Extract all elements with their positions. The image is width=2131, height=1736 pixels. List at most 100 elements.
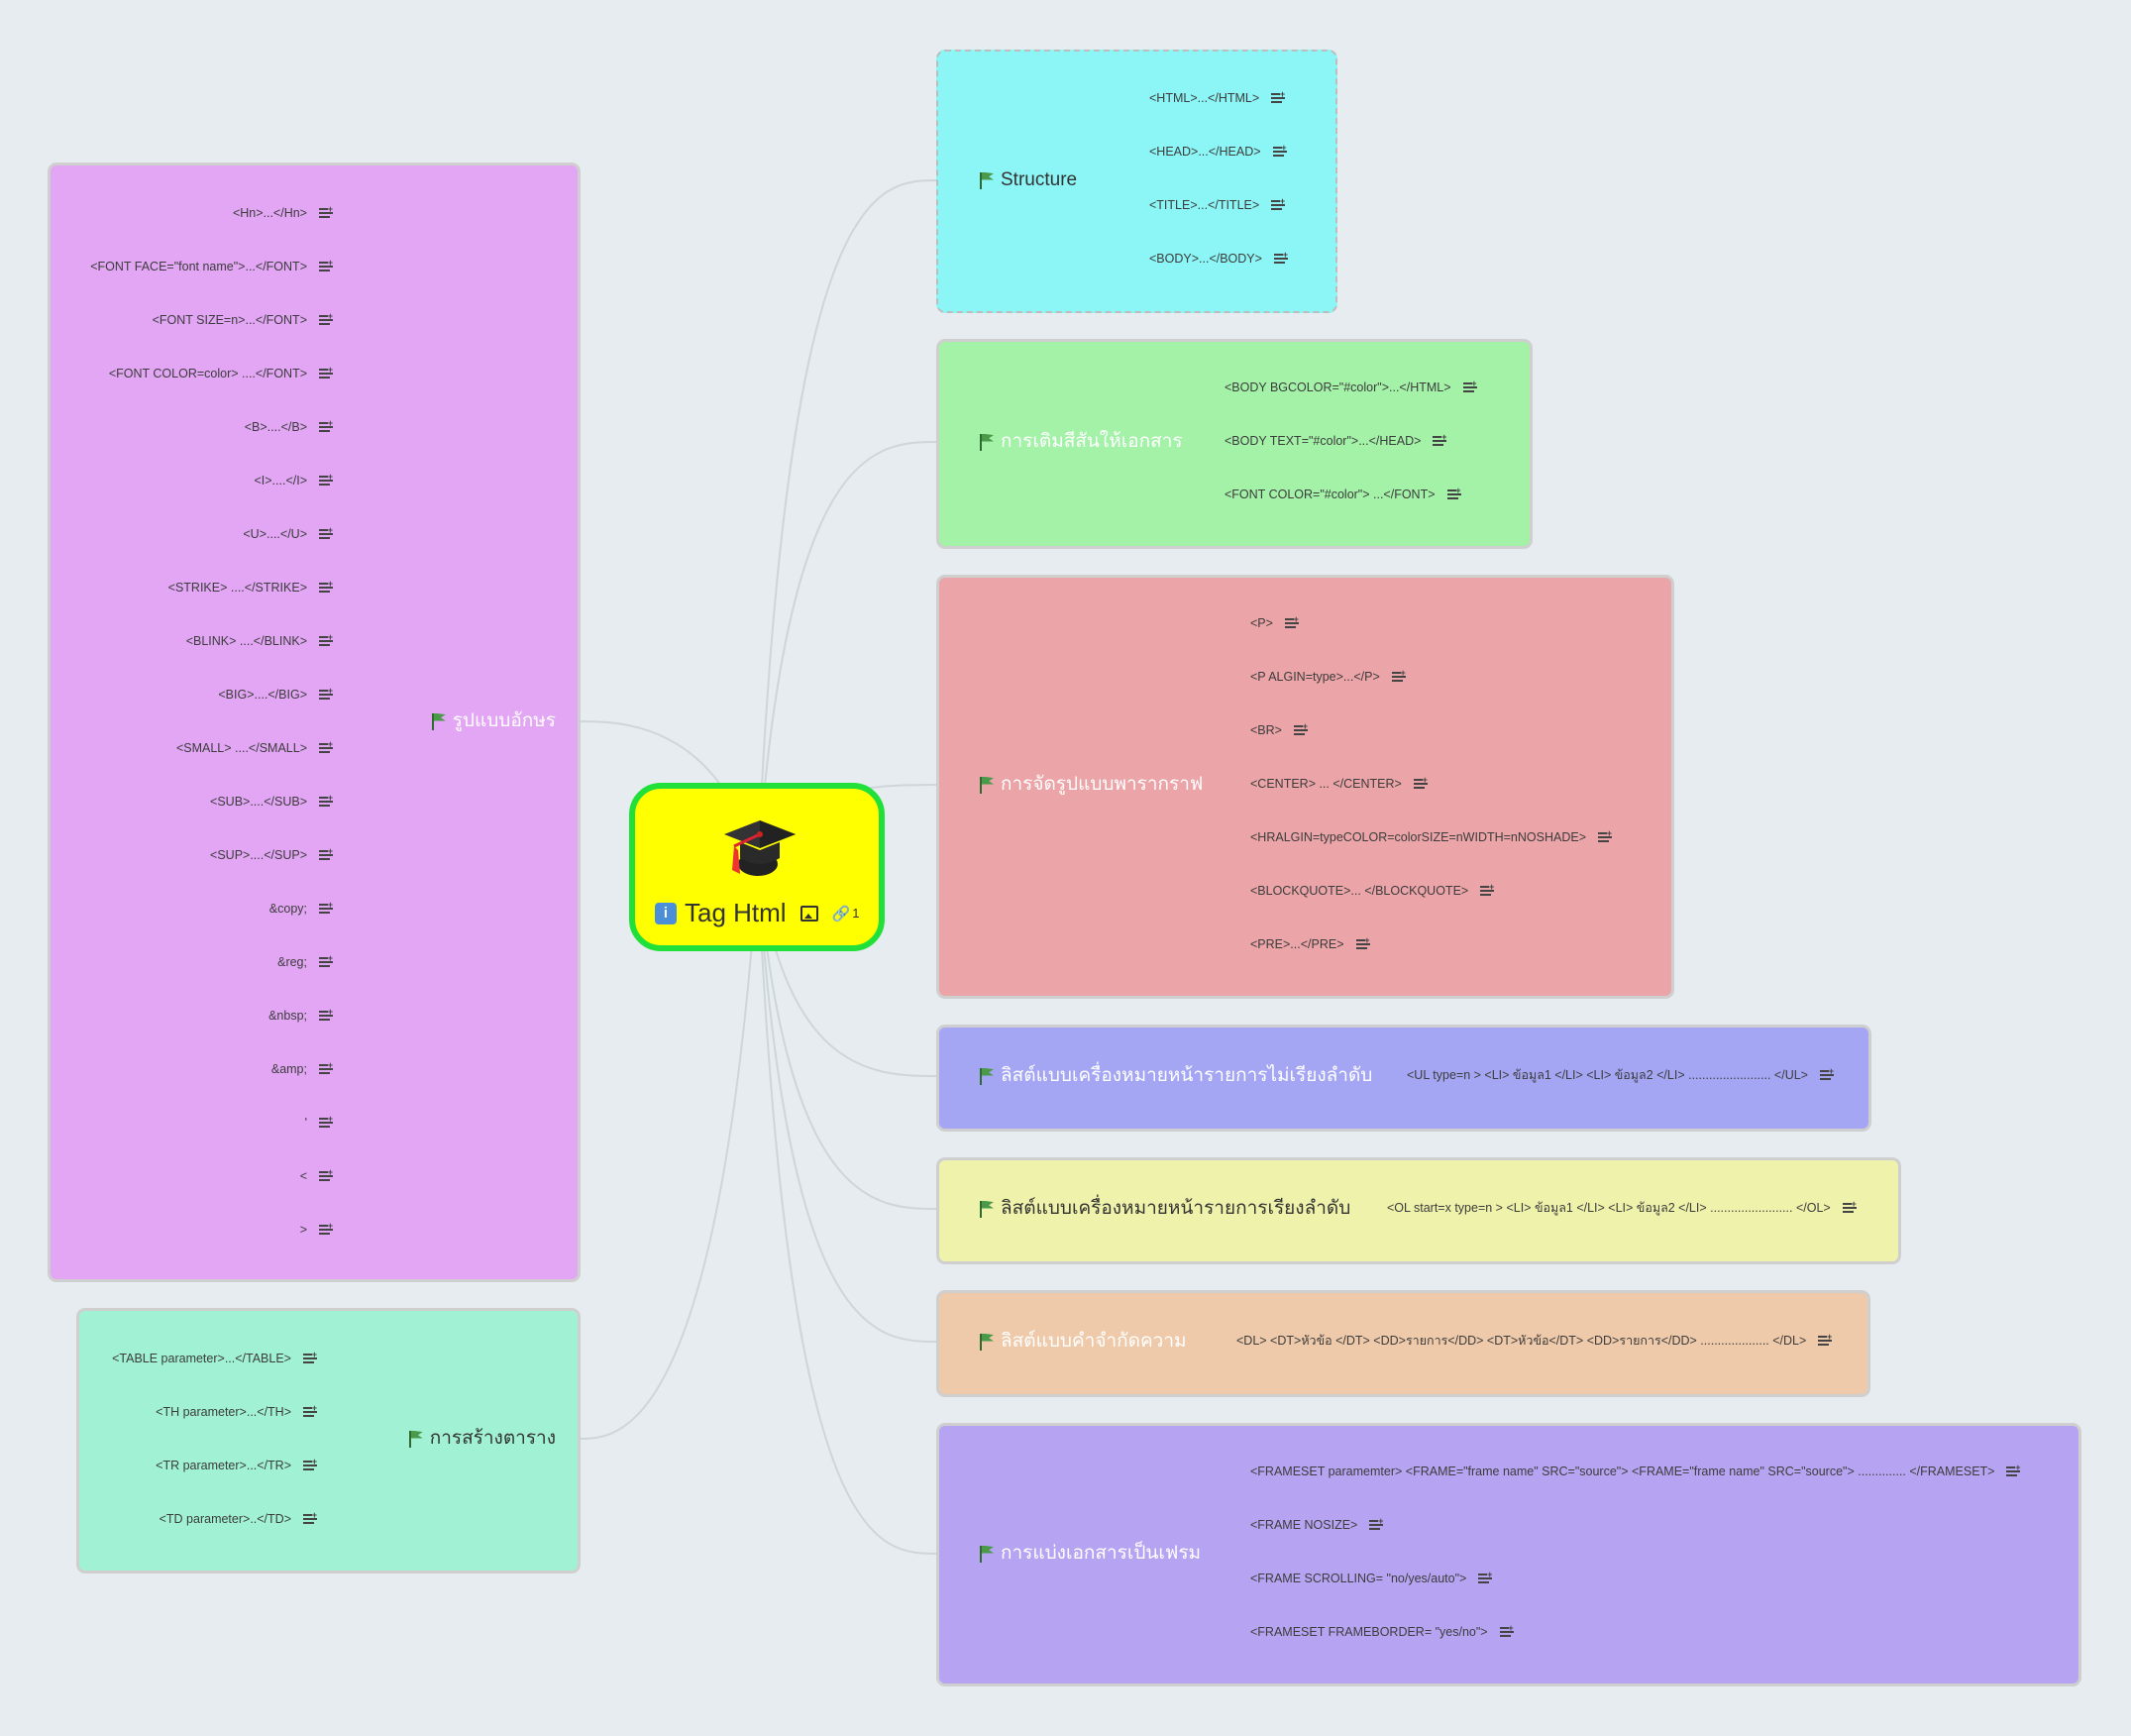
note-icon[interactable]: + <box>319 205 333 219</box>
link-icon[interactable]: 🔗 <box>831 905 851 922</box>
leaf-font[interactable]: <I>....</I>+ <box>254 473 333 488</box>
leaf-font[interactable]: &copy;+ <box>269 901 333 916</box>
note-icon[interactable]: + <box>319 954 333 968</box>
leaf-font[interactable]: &amp;+ <box>271 1061 333 1076</box>
branch-topic-frame[interactable]: การแบ่งเอกสารเป็นเฟรม <box>979 1544 1201 1563</box>
note-icon[interactable]: + <box>1462 380 1477 393</box>
leaf-paragraph[interactable]: <BLOCKQUOTE>... </BLOCKQUOTE>+ <box>1250 883 1495 898</box>
leaf-structure[interactable]: <BODY>...</BODY>+ <box>1149 251 1288 266</box>
branch-topic-color[interactable]: การเติมสีสันให้เอกสาร <box>979 432 1183 451</box>
leaf-font[interactable]: <BLINK> ....</BLINK>+ <box>186 633 333 648</box>
note-icon[interactable]: + <box>319 419 333 433</box>
note-icon[interactable]: + <box>1433 433 1447 447</box>
note-icon[interactable]: + <box>1284 615 1299 629</box>
note-icon[interactable]: + <box>319 847 333 861</box>
branch-topic-structure[interactable]: Structure <box>979 170 1077 189</box>
note-icon[interactable]: + <box>319 526 333 540</box>
note-icon[interactable]: + <box>2006 1464 2021 1477</box>
note-icon[interactable]: + <box>1293 722 1308 736</box>
leaf-paragraph[interactable]: <BR>+ <box>1250 722 1308 737</box>
branch-topic-table[interactable]: การสร้างตาราง <box>408 1429 556 1448</box>
leaf-font[interactable]: >+ <box>300 1222 333 1237</box>
leaf-paragraph[interactable]: <P ALGIN=type>...</P>+ <box>1250 669 1406 684</box>
note-icon[interactable]: + <box>319 1061 333 1075</box>
branch-topic-paragraph[interactable]: การจัดรูปแบบพารากราฟ <box>979 775 1203 794</box>
leaf-frame[interactable]: <FRAME NOSIZE>+ <box>1250 1517 1384 1532</box>
note-icon[interactable]: + <box>1271 197 1286 211</box>
leaf-frame[interactable]: <FRAMESET paramemter> <FRAME="frame name… <box>1250 1464 2021 1478</box>
leaf-structure[interactable]: <TITLE>...</TITLE>+ <box>1149 197 1286 212</box>
leaf-font[interactable]: &reg;+ <box>277 954 333 969</box>
note-icon[interactable]: + <box>319 259 333 272</box>
note-icon[interactable]: + <box>319 901 333 915</box>
leaf-ol[interactable]: <OL start=x type=n > <LI> ข้อมูล1 </LI> … <box>1387 1200 1857 1215</box>
note-icon[interactable]: + <box>1818 1333 1833 1347</box>
leaf-font[interactable]: <+ <box>300 1168 333 1183</box>
note-icon[interactable]: + <box>319 687 333 701</box>
note-icon[interactable]: + <box>1478 1571 1493 1584</box>
note-icon[interactable]: + <box>319 794 333 808</box>
note-icon[interactable]: + <box>303 1458 317 1471</box>
note-icon[interactable]: + <box>319 312 333 326</box>
leaf-font[interactable]: <FONT FACE="font name">...</FONT>+ <box>90 259 333 273</box>
note-icon[interactable]: + <box>1272 144 1287 158</box>
leaf-paragraph[interactable]: <P>+ <box>1250 615 1299 630</box>
leaf-frame[interactable]: <FRAMESET FRAMEBORDER= "yes/no">+ <box>1250 1624 1514 1639</box>
leaf-font[interactable]: <SUP>....</SUP>+ <box>210 847 333 862</box>
note-icon[interactable]: + <box>1355 936 1370 950</box>
note-icon[interactable]: + <box>1499 1624 1514 1638</box>
note-icon[interactable]: + <box>319 1222 333 1236</box>
leaf-frame[interactable]: <FRAME SCROLLING= "no/yes/auto">+ <box>1250 1571 1493 1585</box>
leaf-font[interactable]: <FONT COLOR=color> ....</FONT>+ <box>109 366 333 380</box>
note-icon[interactable]: + <box>1271 90 1286 104</box>
note-icon[interactable]: + <box>319 366 333 380</box>
branch-topic-font[interactable]: รูปแบบอักษร <box>431 711 556 730</box>
leaf-font[interactable]: <SMALL> ....</SMALL>+ <box>176 740 333 755</box>
note-icon[interactable]: + <box>319 580 333 594</box>
leaf-paragraph[interactable]: <HRALGIN=typeCOLOR=colorSIZE=nWIDTH=nNOS… <box>1250 829 1613 844</box>
leaf-dl[interactable]: <DL> <DT>หัวข้อ </DT> <DD>รายการ</DD> <D… <box>1236 1333 1833 1348</box>
leaf-font[interactable]: <FONT SIZE=n>...</FONT>+ <box>153 312 333 327</box>
leaf-structure[interactable]: <HEAD>...</HEAD>+ <box>1149 144 1287 159</box>
central-topic[interactable]: i Tag Html 🔗 1 <box>629 783 885 951</box>
note-icon[interactable]: + <box>1819 1067 1834 1081</box>
note-icon[interactable]: + <box>319 1008 333 1022</box>
note-icon[interactable]: + <box>303 1511 317 1525</box>
note-icon[interactable]: + <box>319 633 333 647</box>
leaf-font[interactable]: &nbsp;+ <box>268 1008 333 1023</box>
note-icon[interactable]: + <box>319 1168 333 1182</box>
branch-topic-dl[interactable]: ลิสต์แบบคำจำกัดความ <box>979 1332 1187 1351</box>
leaf-font[interactable]: <Hn>...</Hn>+ <box>233 205 333 220</box>
note-icon[interactable]: + <box>319 473 333 487</box>
leaf-color[interactable]: <BODY TEXT="#color">...</HEAD>+ <box>1225 433 1447 448</box>
leaf-font[interactable]: <B>....</B>+ <box>245 419 333 434</box>
leaf-table[interactable]: <TABLE parameter>...</TABLE>+ <box>112 1351 317 1365</box>
note-icon[interactable]: + <box>1273 251 1288 265</box>
leaf-structure[interactable]: <HTML>...</HTML>+ <box>1149 90 1286 105</box>
note-icon[interactable]: + <box>319 740 333 754</box>
image-icon[interactable] <box>799 905 818 922</box>
note-icon[interactable]: + <box>303 1351 317 1364</box>
leaf-paragraph[interactable]: <CENTER> ... </CENTER>+ <box>1250 776 1428 791</box>
leaf-font[interactable]: <STRIKE> ....</STRIKE>+ <box>168 580 333 595</box>
leaf-table[interactable]: <TD parameter>..</TD>+ <box>160 1511 317 1526</box>
note-icon[interactable]: + <box>1842 1200 1857 1214</box>
note-icon[interactable]: + <box>1480 883 1495 897</box>
leaf-font[interactable]: <BIG>....</BIG>+ <box>218 687 333 702</box>
note-icon[interactable]: + <box>1446 487 1461 500</box>
note-icon[interactable]: + <box>1391 669 1406 683</box>
leaf-table[interactable]: <TH parameter>...</TH>+ <box>156 1404 317 1419</box>
note-icon[interactable]: + <box>1413 776 1428 790</box>
branch-topic-ol[interactable]: ลิสต์แบบเครื่องหมายหน้ารายการเรียงลำดับ <box>979 1199 1350 1218</box>
leaf-color[interactable]: <FONT COLOR="#color"> ...</FONT>+ <box>1225 487 1461 501</box>
leaf-font[interactable]: '+ <box>305 1115 333 1130</box>
note-icon[interactable]: + <box>303 1404 317 1418</box>
note-icon[interactable]: + <box>319 1115 333 1129</box>
leaf-color[interactable]: <BODY BGCOLOR="#color">...</HTML>+ <box>1225 380 1477 394</box>
leaf-paragraph[interactable]: <PRE>...</PRE>+ <box>1250 936 1370 951</box>
leaf-ul[interactable]: <UL type=n > <LI> ข้อมูล1 </LI> <LI> ข้อ… <box>1407 1067 1834 1082</box>
leaf-table[interactable]: <TR parameter>...</TR>+ <box>156 1458 317 1472</box>
leaf-font[interactable]: <SUB>....</SUB>+ <box>210 794 333 809</box>
branch-topic-ul[interactable]: ลิสต์แบบเครื่องหมายหน้ารายการไม่เรียงลำด… <box>979 1066 1372 1085</box>
note-icon[interactable]: + <box>1369 1517 1384 1531</box>
